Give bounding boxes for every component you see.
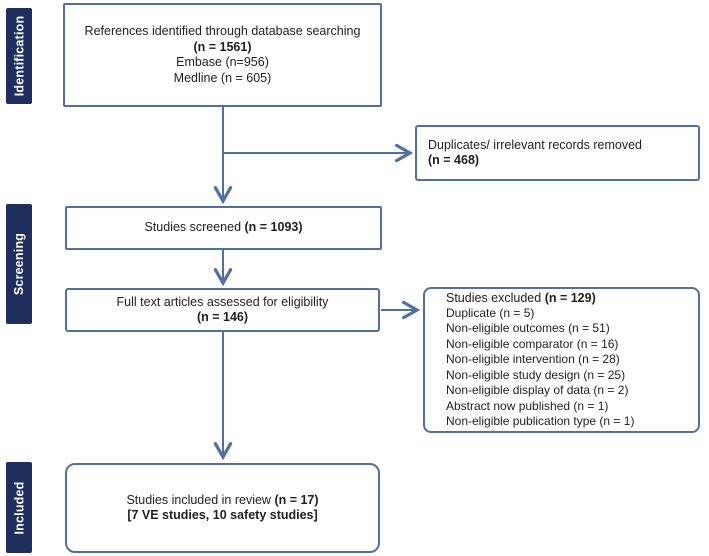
box-studies-excluded: Studies excluded (n = 129) Duplicate (n … (423, 287, 700, 433)
excluded-reason-abstract-published: Abstract now published (n = 1) (446, 398, 609, 413)
box-fulltext-assessed: Full text articles assessed for eligibil… (65, 288, 380, 332)
fulltext-assessed-line1: Full text articles assessed for eligibil… (116, 294, 329, 309)
studies-excluded-count: (n = 129) (544, 290, 596, 305)
excluded-reason-intervention: Non-eligible intervention (n = 28) (446, 352, 620, 367)
studies-included-line1: Studies included in review (n = 17) (126, 493, 318, 509)
references-identified-count: (n = 1561) (193, 39, 252, 54)
excluded-reason-study-design: Non-eligible study design (n = 25) (446, 367, 626, 382)
references-identified-line1: References identified through database s… (84, 24, 361, 38)
excluded-reason-outcomes: Non-eligible outcomes (n = 51) (446, 321, 610, 336)
studies-screened-count: (n = 1093) (244, 220, 303, 235)
studies-excluded-header: Studies excluded (n = 129) (446, 291, 596, 306)
studies-excluded-header-text: Studies excluded (446, 290, 545, 305)
stage-label-identification-text: Identification (12, 15, 27, 97)
studies-included-text: Studies included in review (126, 492, 275, 507)
stage-label-identification: Identification (6, 8, 32, 104)
box-studies-included: Studies included in review (n = 17) [7 V… (65, 463, 380, 553)
stage-label-screening-text: Screening (12, 232, 26, 296)
stage-label-screening: Screening (6, 204, 32, 324)
references-identified-embase: Embase (n=956) (176, 55, 269, 69)
studies-screened-text: Studies screened (144, 220, 245, 235)
duplicates-removed-count: (n = 468) (428, 153, 480, 167)
excluded-reason-comparator: Non-eligible comparator (n = 16) (446, 336, 619, 351)
fulltext-assessed-count: (n = 146) (196, 310, 249, 324)
excluded-reason-display-of-data: Non-eligible display of data (n = 2) (446, 383, 629, 398)
studies-included-count: (n = 17) (274, 492, 319, 507)
box-duplicates-removed: Duplicates/ irrelevant records removed (… (415, 125, 700, 181)
excluded-reason-publication-type: Non-eligible publication type (n = 1) (446, 413, 635, 428)
duplicates-removed-line1: Duplicates/ irrelevant records removed (428, 137, 642, 152)
stage-label-included: Included (6, 462, 32, 553)
studies-included-breakdown: [7 VE studies, 10 safety studies] (127, 508, 318, 522)
box-studies-screened: Studies screened (n = 1093) (65, 206, 382, 250)
box-references-identified: References identified through database s… (63, 3, 382, 107)
excluded-reason-duplicate: Duplicate (n = 5) (446, 306, 535, 321)
studies-screened-line: Studies screened (n = 1093) (144, 220, 302, 236)
stage-label-included-text: Included (12, 481, 26, 534)
references-identified-medline: Medline (n = 605) (173, 70, 272, 85)
